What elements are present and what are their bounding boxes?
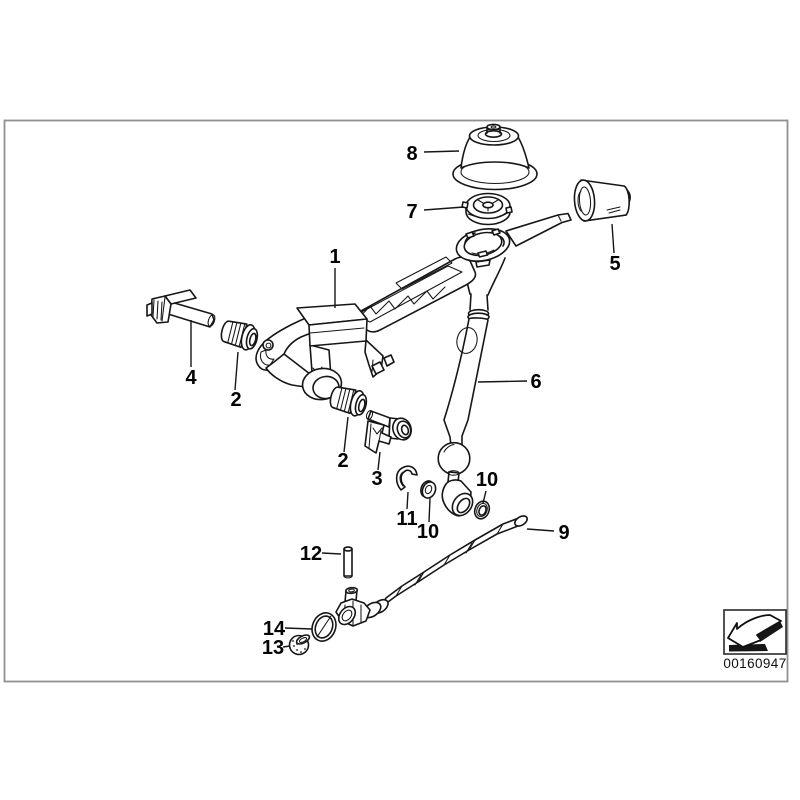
leader-line bbox=[423, 150, 460, 153]
part-12-drawing bbox=[343, 546, 353, 579]
leader-line bbox=[234, 351, 239, 391]
part-number-label: 14 bbox=[263, 618, 286, 640]
part-4-drawing bbox=[146, 289, 216, 328]
part-13-drawing bbox=[288, 634, 311, 656]
leader-line bbox=[477, 380, 528, 383]
part-14-drawing bbox=[311, 612, 337, 642]
part-3-drawing bbox=[364, 410, 413, 454]
leader-line bbox=[377, 451, 381, 471]
part-number-label: 13 bbox=[262, 637, 284, 659]
direction-arrow-icon bbox=[727, 614, 783, 652]
part-9-clevis-joint bbox=[335, 586, 389, 627]
part-5-drawing bbox=[573, 179, 631, 222]
part-number-label: 7 bbox=[406, 201, 417, 223]
leader-line bbox=[343, 416, 349, 453]
part-number-label: 11 bbox=[396, 508, 417, 530]
part-number-label: 2 bbox=[337, 450, 348, 472]
leader-line bbox=[428, 497, 431, 523]
part-number-label: 2 bbox=[230, 389, 241, 411]
leader-line bbox=[611, 223, 615, 254]
leader-line bbox=[282, 645, 291, 648]
part-11-drawing bbox=[395, 465, 418, 491]
leader-line bbox=[321, 552, 342, 555]
leader-line bbox=[423, 206, 465, 211]
part-number-label: 12 bbox=[300, 543, 322, 565]
part-number-label: 10 bbox=[476, 469, 498, 491]
leader-line bbox=[482, 490, 487, 504]
part-number-label: 9 bbox=[558, 522, 569, 544]
part-10-washer-left bbox=[420, 480, 437, 499]
part-number-label: 6 bbox=[530, 371, 541, 393]
leader-line bbox=[406, 491, 409, 510]
stamp: 00160947 bbox=[723, 609, 787, 671]
part-number-label: 1 bbox=[329, 246, 340, 268]
part-7-drawing bbox=[461, 192, 513, 226]
part-number-label: 3 bbox=[371, 468, 382, 490]
part-number-label: 5 bbox=[609, 253, 620, 275]
part-number-label: 10 bbox=[417, 521, 439, 543]
part-6-drawing bbox=[437, 257, 506, 517]
stamp-code: 00160947 bbox=[723, 656, 786, 671]
part-1-drawing bbox=[255, 212, 572, 401]
diagram-frame bbox=[3, 119, 789, 683]
part-8-drawing bbox=[452, 123, 538, 191]
leader-line bbox=[284, 627, 313, 630]
part-10-washer-right bbox=[473, 500, 491, 520]
part-number-label: 8 bbox=[406, 143, 417, 165]
part-number-label: 4 bbox=[185, 367, 197, 389]
leader-line bbox=[526, 528, 555, 532]
